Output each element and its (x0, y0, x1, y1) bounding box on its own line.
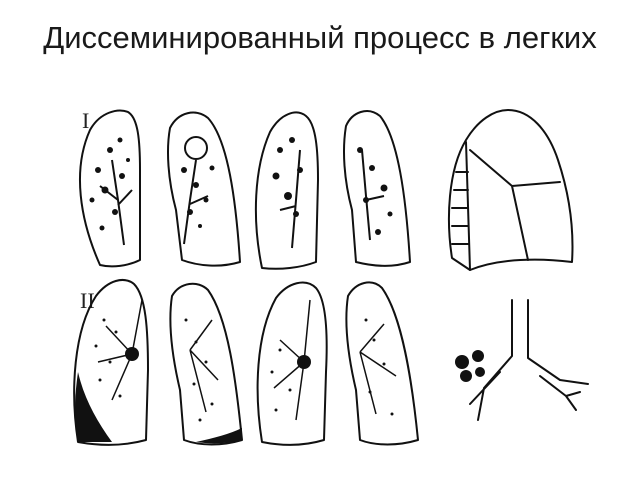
bronchi-diagram (469, 299, 589, 421)
row1-vessels (99, 136, 385, 249)
row-label-1: I (82, 108, 90, 133)
lung-row2-b-right (256, 281, 328, 446)
lung-row2-a-left (169, 282, 243, 446)
row2-lesions (75, 347, 485, 444)
row2-dots (94, 318, 394, 422)
lung-row1-a-left (167, 111, 241, 267)
slide-title: Диссеминированный процесс в легких (43, 20, 597, 55)
lung-segments-outline (447, 109, 574, 271)
row2-vessels (97, 299, 397, 421)
lung-segments-lines (451, 141, 561, 271)
lung-row2-b-left (345, 281, 419, 446)
lung-row1-b-left (343, 110, 411, 267)
lung-row1-b-right (254, 111, 319, 270)
lung-row2-a-right (73, 279, 149, 446)
lung-row1-a-right (79, 109, 141, 268)
